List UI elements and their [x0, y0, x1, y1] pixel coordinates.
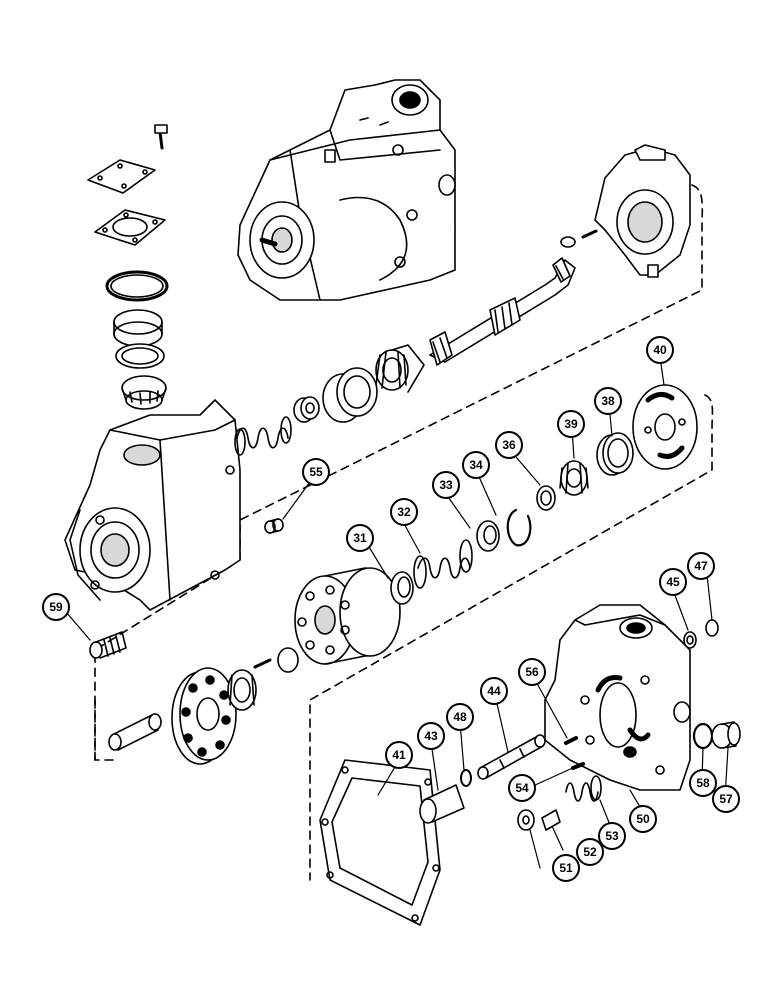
callout-label: 36 — [502, 438, 516, 452]
callout-36: 36 — [495, 431, 523, 459]
callout-45: 45 — [659, 568, 687, 596]
bearing-race-36 — [536, 485, 556, 511]
bearing-cone — [121, 375, 167, 410]
callout-44: 44 — [480, 677, 508, 705]
seat-52 — [541, 809, 561, 831]
gasket-41 — [319, 759, 441, 926]
callout-label: 45 — [666, 575, 680, 589]
callout-label: 47 — [694, 559, 708, 573]
callout-41: 41 — [385, 741, 413, 769]
seal-45 — [683, 631, 697, 649]
callout-51: 51 — [552, 854, 580, 882]
callout-label: 43 — [424, 729, 438, 743]
callout-label: 33 — [439, 478, 453, 492]
washer-33 — [476, 520, 500, 552]
callout-label: 39 — [564, 417, 578, 431]
callout-label: 54 — [515, 781, 529, 795]
callout-32: 32 — [390, 498, 418, 526]
callout-label: 53 — [605, 829, 619, 843]
piston-spring-32 — [413, 539, 473, 589]
valve-body-50 — [544, 604, 691, 791]
spring-53 — [565, 775, 602, 802]
piston — [108, 713, 162, 751]
dowel-pin-55 — [264, 518, 284, 534]
bolt-59 — [89, 631, 127, 659]
callout-label: 52 — [583, 845, 597, 859]
callout-label: 44 — [487, 684, 501, 698]
callout-50: 50 — [629, 805, 657, 833]
cover-gasket — [94, 209, 166, 246]
small-sleeve — [277, 647, 299, 673]
callout-label: 32 — [397, 505, 411, 519]
plug-57 — [711, 721, 741, 749]
callout-34: 34 — [462, 451, 490, 479]
callout-label: 51 — [559, 861, 573, 875]
port-plate-40 — [632, 384, 698, 470]
pump-housing — [64, 399, 241, 611]
callout-48: 48 — [446, 703, 474, 731]
swashplate — [594, 144, 691, 278]
dashed-outline-middle — [309, 394, 714, 881]
ball-guide-bearing — [227, 669, 257, 711]
cover-bolt — [154, 124, 168, 150]
callout-label: 57 — [719, 792, 733, 806]
callout-label: 48 — [453, 710, 467, 724]
callout-label: 38 — [601, 394, 615, 408]
callout-label: 56 — [525, 665, 539, 679]
shaft-seal-ring — [322, 367, 378, 423]
callout-56: 56 — [518, 658, 546, 686]
snap-ring-34 — [506, 508, 532, 547]
callout-39: 39 — [557, 410, 585, 438]
callout-52: 52 — [576, 838, 604, 866]
bearing-race — [115, 343, 165, 369]
spring-washer-31 — [390, 571, 414, 605]
slipper-retainer — [171, 667, 237, 765]
callout-33: 33 — [432, 471, 460, 499]
pin-56 — [564, 736, 578, 745]
o-ring-58 — [692, 722, 714, 750]
callout-label: 34 — [469, 458, 483, 472]
callout-label: 41 — [392, 748, 406, 762]
callout-47: 47 — [687, 552, 715, 580]
drive-shaft — [429, 257, 576, 366]
bearing-cup-38 — [596, 432, 634, 476]
upper-spring — [234, 416, 292, 456]
retainer-cap — [293, 396, 320, 423]
callout-54: 54 — [508, 774, 536, 802]
callout-label: 50 — [636, 812, 650, 826]
cover-plate — [87, 159, 156, 194]
callout-53: 53 — [598, 822, 626, 850]
washer-51 — [517, 809, 535, 831]
callout-label: 55 — [309, 465, 323, 479]
callout-55: 55 — [302, 458, 330, 486]
callout-40: 40 — [646, 336, 674, 364]
callout-label: 40 — [653, 343, 667, 357]
small-pin-a — [253, 658, 272, 669]
seal-47 — [705, 619, 719, 637]
spool-44 — [477, 734, 546, 780]
cylinder-block — [294, 567, 401, 665]
pump-assembly — [237, 79, 456, 301]
shaft-bearing — [375, 344, 425, 393]
swashplate-pin — [560, 229, 598, 248]
callout-label: 58 — [696, 776, 710, 790]
callout-43: 43 — [417, 722, 445, 750]
o-ring — [105, 270, 169, 302]
roller-bearing-39 — [559, 460, 589, 496]
callout-57: 57 — [712, 785, 740, 813]
callout-58: 58 — [689, 769, 717, 797]
o-ring-inner — [110, 274, 164, 298]
ring-48 — [460, 769, 472, 787]
callout-31: 31 — [346, 524, 374, 552]
callout-59: 59 — [42, 593, 70, 621]
spool-43 — [419, 784, 465, 824]
callout-label: 31 — [353, 531, 367, 545]
callout-38: 38 — [594, 387, 622, 415]
bearing-cup — [113, 309, 163, 347]
callout-label: 59 — [49, 600, 63, 614]
dashed-outline-lower — [94, 699, 119, 761]
